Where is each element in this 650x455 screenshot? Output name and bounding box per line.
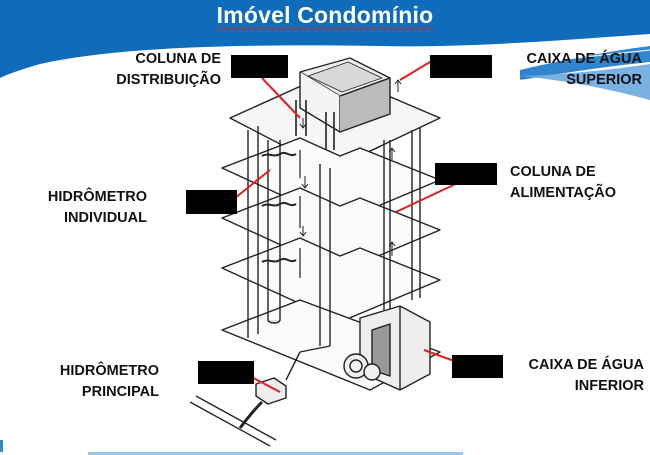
label-line: HIDRÔMETRO — [59, 363, 159, 379]
redacted-box-hidrometro-principal — [198, 361, 254, 384]
label-line: INFERIOR — [574, 378, 644, 394]
label-hidrometro-principal: HIDRÔMETRO PRINCIPAL — [60, 361, 159, 403]
label-coluna-distribuicao: COLUNA DE DISTRIBUIÇÃO — [116, 49, 221, 91]
label-line: DISTRIBUIÇÃO — [116, 72, 221, 88]
label-line: PRINCIPAL — [81, 384, 159, 400]
label-line: COLUNA DE — [510, 164, 596, 180]
label-line: CAIXA DE ÁGUA — [526, 51, 642, 67]
redacted-box-coluna-distribuicao — [231, 55, 288, 78]
redacted-box-hidrometro-individual — [186, 190, 237, 214]
redacted-box-coluna-alimentacao — [435, 163, 497, 185]
left-accent-mark — [0, 440, 3, 452]
redacted-box-caixa-inferior — [452, 355, 503, 378]
label-line: INDIVIDUAL — [64, 210, 147, 226]
label-line: HIDRÔMETRO — [47, 189, 147, 205]
label-hidrometro-individual: HIDRÔMETRO INDIVIDUAL — [48, 187, 147, 229]
slide-title: Imóvel Condomínio — [216, 2, 434, 28]
label-line: COLUNA DE — [135, 51, 221, 67]
label-line: ALIMENTAÇÃO — [510, 185, 617, 201]
redacted-box-caixa-superior — [430, 55, 492, 78]
label-caixa-superior: CAIXA DE ÁGUA SUPERIOR — [527, 49, 642, 91]
label-line: CAIXA DE ÁGUA — [528, 357, 644, 373]
label-line: SUPERIOR — [566, 72, 642, 88]
label-coluna-alimentacao: COLUNA DE ALIMENTAÇÃO — [510, 162, 616, 204]
header-band — [0, 0, 650, 103]
label-caixa-inferior: CAIXA DE ÁGUA INFERIOR — [529, 355, 644, 397]
